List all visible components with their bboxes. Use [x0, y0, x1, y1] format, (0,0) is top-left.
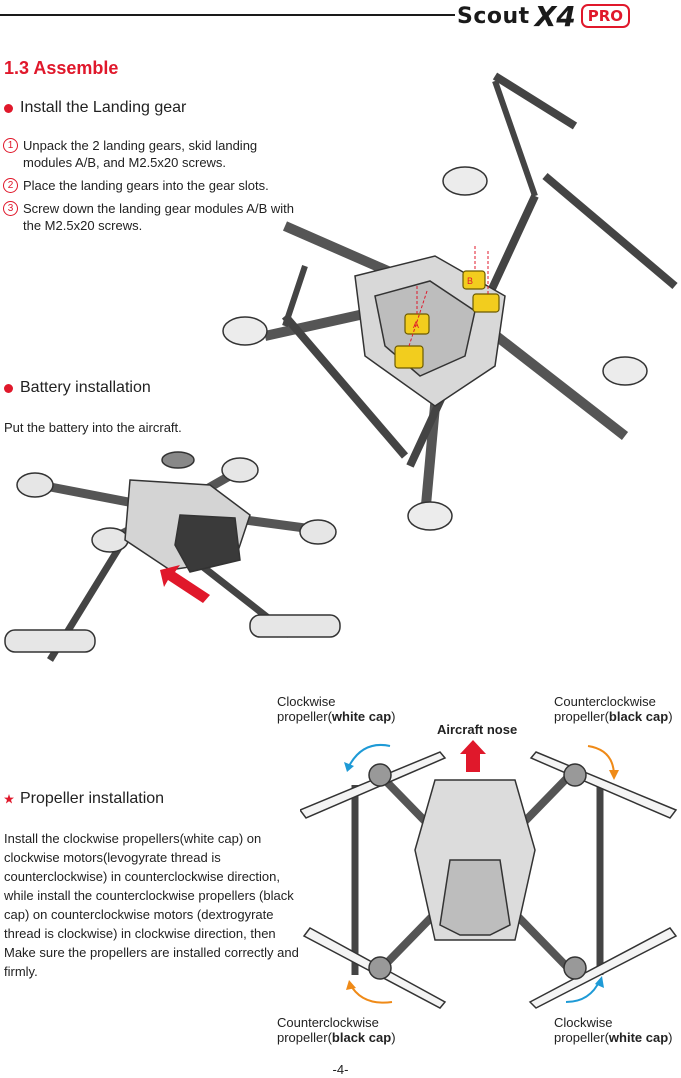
- propeller-text: Install the clockwise propellers(white c…: [4, 831, 299, 979]
- step-number: 1: [3, 138, 18, 153]
- aircraft-nose-label: Aircraft nose: [437, 722, 518, 737]
- step-text: Place the landing gears into the gear sl…: [23, 178, 269, 193]
- landing-gear-illustration: B A: [222, 72, 678, 531]
- header-rule: [0, 14, 455, 16]
- caption-line1: Counterclockwise: [277, 1015, 379, 1030]
- caption-top-left: Clockwise propeller(white cap): [277, 694, 396, 724]
- clockwise-arrow-icon: [344, 762, 354, 772]
- landing-gear-steps: 1 Unpack the 2 landing gears, skid landi…: [3, 137, 303, 240]
- brand-logo: Scout X4 PRO: [457, 0, 631, 33]
- caption-line1: Clockwise: [277, 694, 336, 709]
- nose-arrow-icon: [460, 740, 486, 772]
- step-number: 2: [3, 178, 18, 193]
- step-item: 3 Screw down the landing gear modules A/…: [3, 200, 303, 234]
- propeller-illustration: [300, 740, 678, 1009]
- cap-color-label: black cap: [608, 709, 669, 724]
- bullet-icon: [4, 103, 13, 113]
- step-text: Unpack the 2 landing gears, skid landing…: [23, 138, 258, 170]
- caption-line1: Counterclockwise: [554, 694, 656, 709]
- step-item: 2 Place the landing gears into the gear …: [3, 177, 303, 194]
- battery-heading: Battery installation: [4, 379, 151, 397]
- propeller-heading: Propeller installation: [4, 790, 164, 808]
- battery-text: Put the battery into the aircraft.: [4, 420, 182, 435]
- brand-badge: PRO: [580, 4, 631, 28]
- step-text: Screw down the landing gear modules A/B …: [23, 201, 294, 233]
- step-item: 1 Unpack the 2 landing gears, skid landi…: [3, 137, 303, 171]
- section-title: 1.3 Assemble: [4, 58, 119, 78]
- cap-color-label: black cap: [331, 1030, 392, 1045]
- step-number: 3: [3, 201, 18, 216]
- landing-gear-heading-text: Install the Landing gear: [20, 99, 187, 116]
- caption-line1: Clockwise: [554, 1015, 613, 1030]
- counterclockwise-arrow-icon: [346, 980, 356, 990]
- bullet-icon: [4, 794, 14, 804]
- battery-illustration: [4, 451, 341, 662]
- page-number: -4-: [332, 1062, 349, 1077]
- module-b-label: B: [467, 276, 473, 286]
- landing-gear-heading: Install the Landing gear: [4, 99, 186, 117]
- battery-heading-text: Battery installation: [20, 379, 151, 396]
- cap-color-label: white cap: [331, 709, 392, 724]
- clockwise-arrow-icon: [595, 976, 604, 988]
- propeller-heading-text: Propeller installation: [20, 790, 165, 807]
- counterclockwise-arrow-icon: [609, 770, 619, 780]
- caption-bottom-right: Clockwise propeller(white cap): [554, 1015, 673, 1045]
- bullet-icon: [4, 383, 13, 393]
- cap-color-label: white cap: [608, 1030, 669, 1045]
- caption-bottom-left: Counterclockwise propeller(black cap): [277, 1015, 396, 1045]
- brand-word: Scout: [457, 3, 530, 29]
- brand-model: X4: [534, 0, 576, 33]
- caption-top-right: Counterclockwise propeller(black cap): [554, 694, 673, 724]
